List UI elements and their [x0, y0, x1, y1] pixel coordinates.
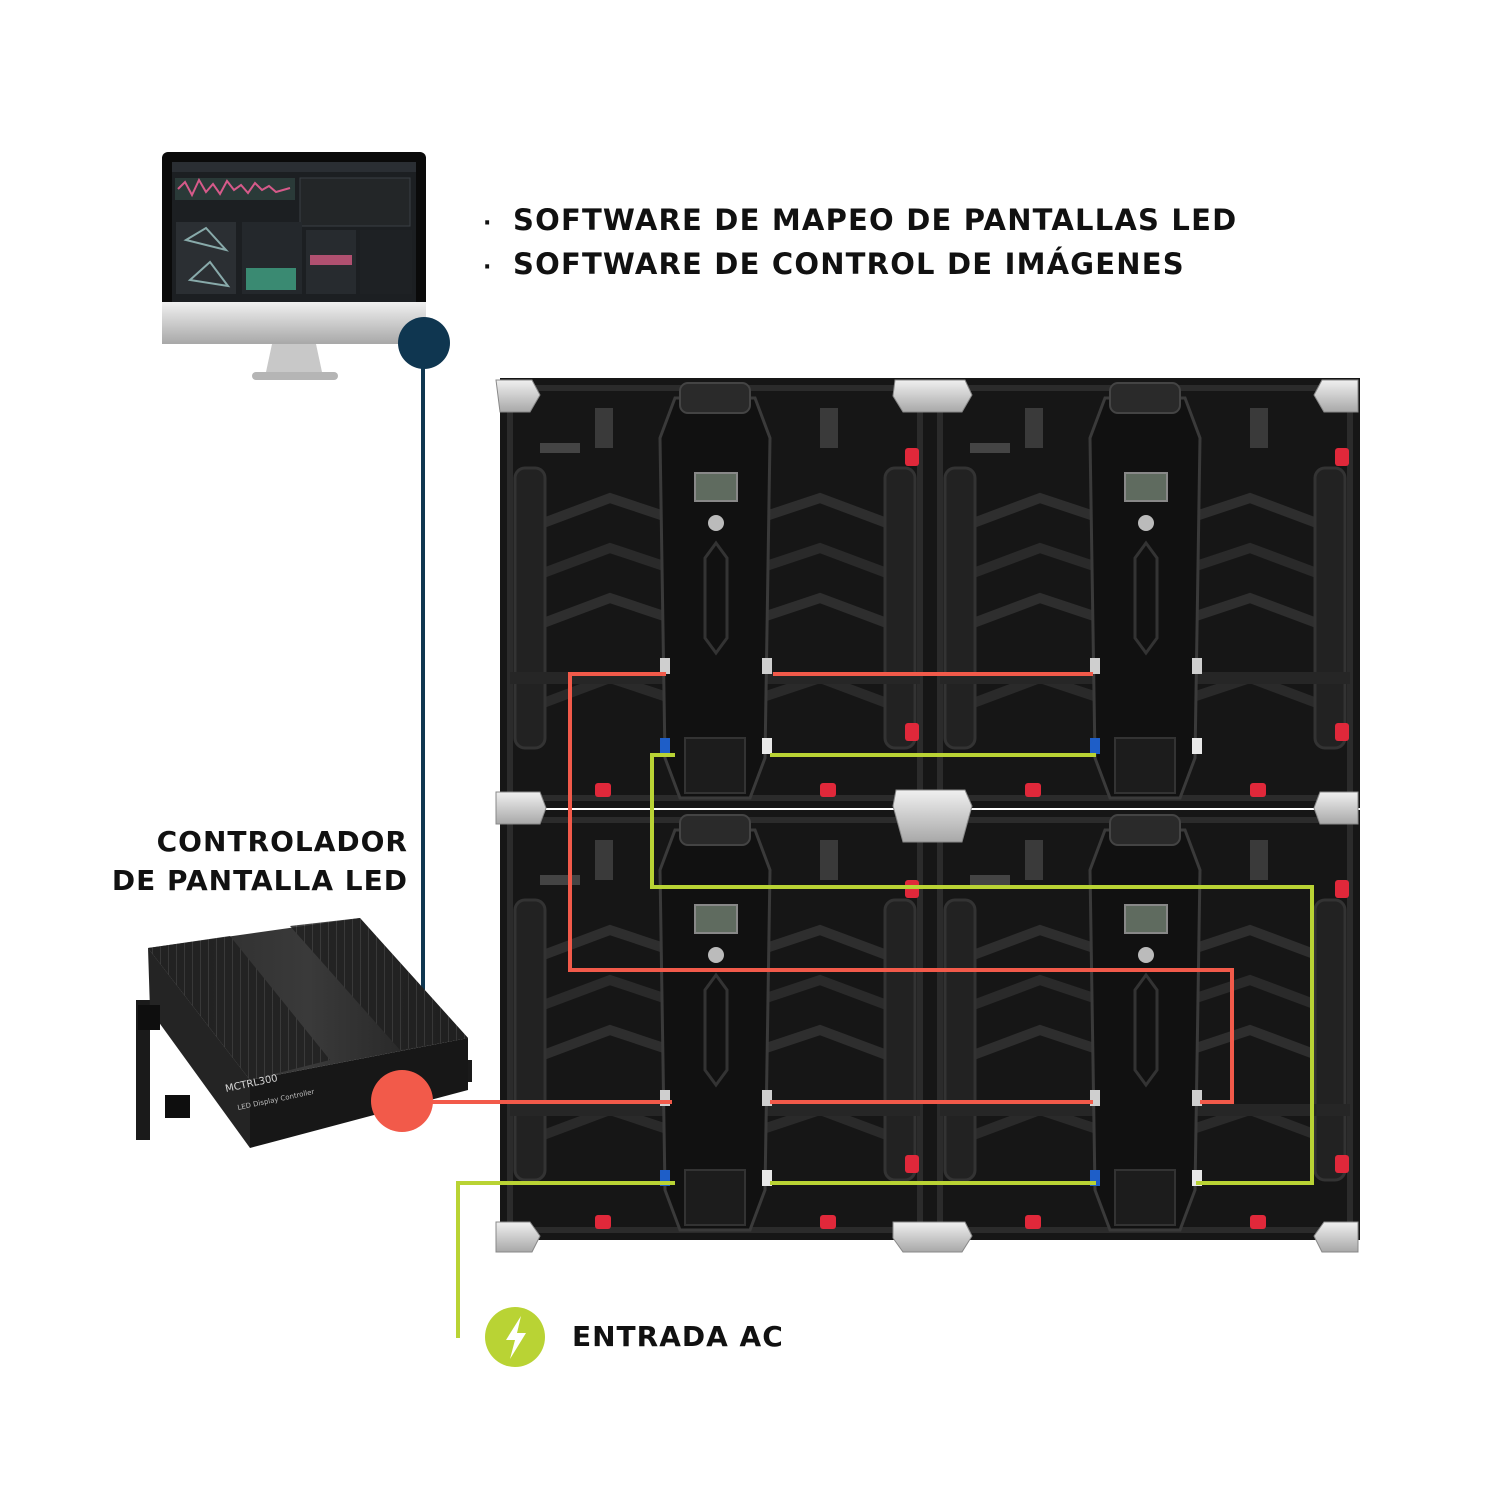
computer-link-dot	[398, 317, 450, 369]
bullet-glyph: ·	[483, 211, 493, 236]
bullet-glyph: ·	[483, 255, 493, 280]
controller-label: CONTROLADOR DE PANTALLA LED	[112, 822, 408, 900]
led-cabinet	[930, 378, 1360, 808]
led-cabinet	[500, 810, 930, 1240]
software-bullet-text: SOFTWARE DE MAPEO DE PANTALLAS LED	[513, 203, 1238, 237]
software-bullet-text: SOFTWARE DE CONTROL DE IMÁGENES	[513, 247, 1185, 281]
software-bullet-list: · SOFTWARE DE MAPEO DE PANTALLAS LED · SOF…	[483, 200, 1237, 288]
computer-monitor	[162, 152, 426, 380]
controller-label-line2: DE PANTALLA LED	[111, 864, 408, 897]
software-bullet-item: · SOFTWARE DE CONTROL DE IMÁGENES	[483, 244, 1237, 288]
software-bullet-item: · SOFTWARE DE MAPEO DE PANTALLAS LED	[483, 200, 1237, 244]
led-cabinet	[500, 378, 930, 808]
led-controller-box: MCTRL300 LED Display Controller	[136, 918, 472, 1148]
power-line	[456, 753, 1314, 1338]
data-signal-line	[402, 672, 1234, 1104]
led-cabinet	[930, 810, 1360, 1240]
controller-data-port-dot	[371, 1070, 433, 1132]
corner-brackets	[495, 379, 1359, 1253]
lightning-bolt-icon	[506, 1316, 526, 1359]
power-input-label: ENTRADA AC	[572, 1320, 784, 1353]
controller-label-line1: CONTROLADOR	[156, 825, 408, 858]
